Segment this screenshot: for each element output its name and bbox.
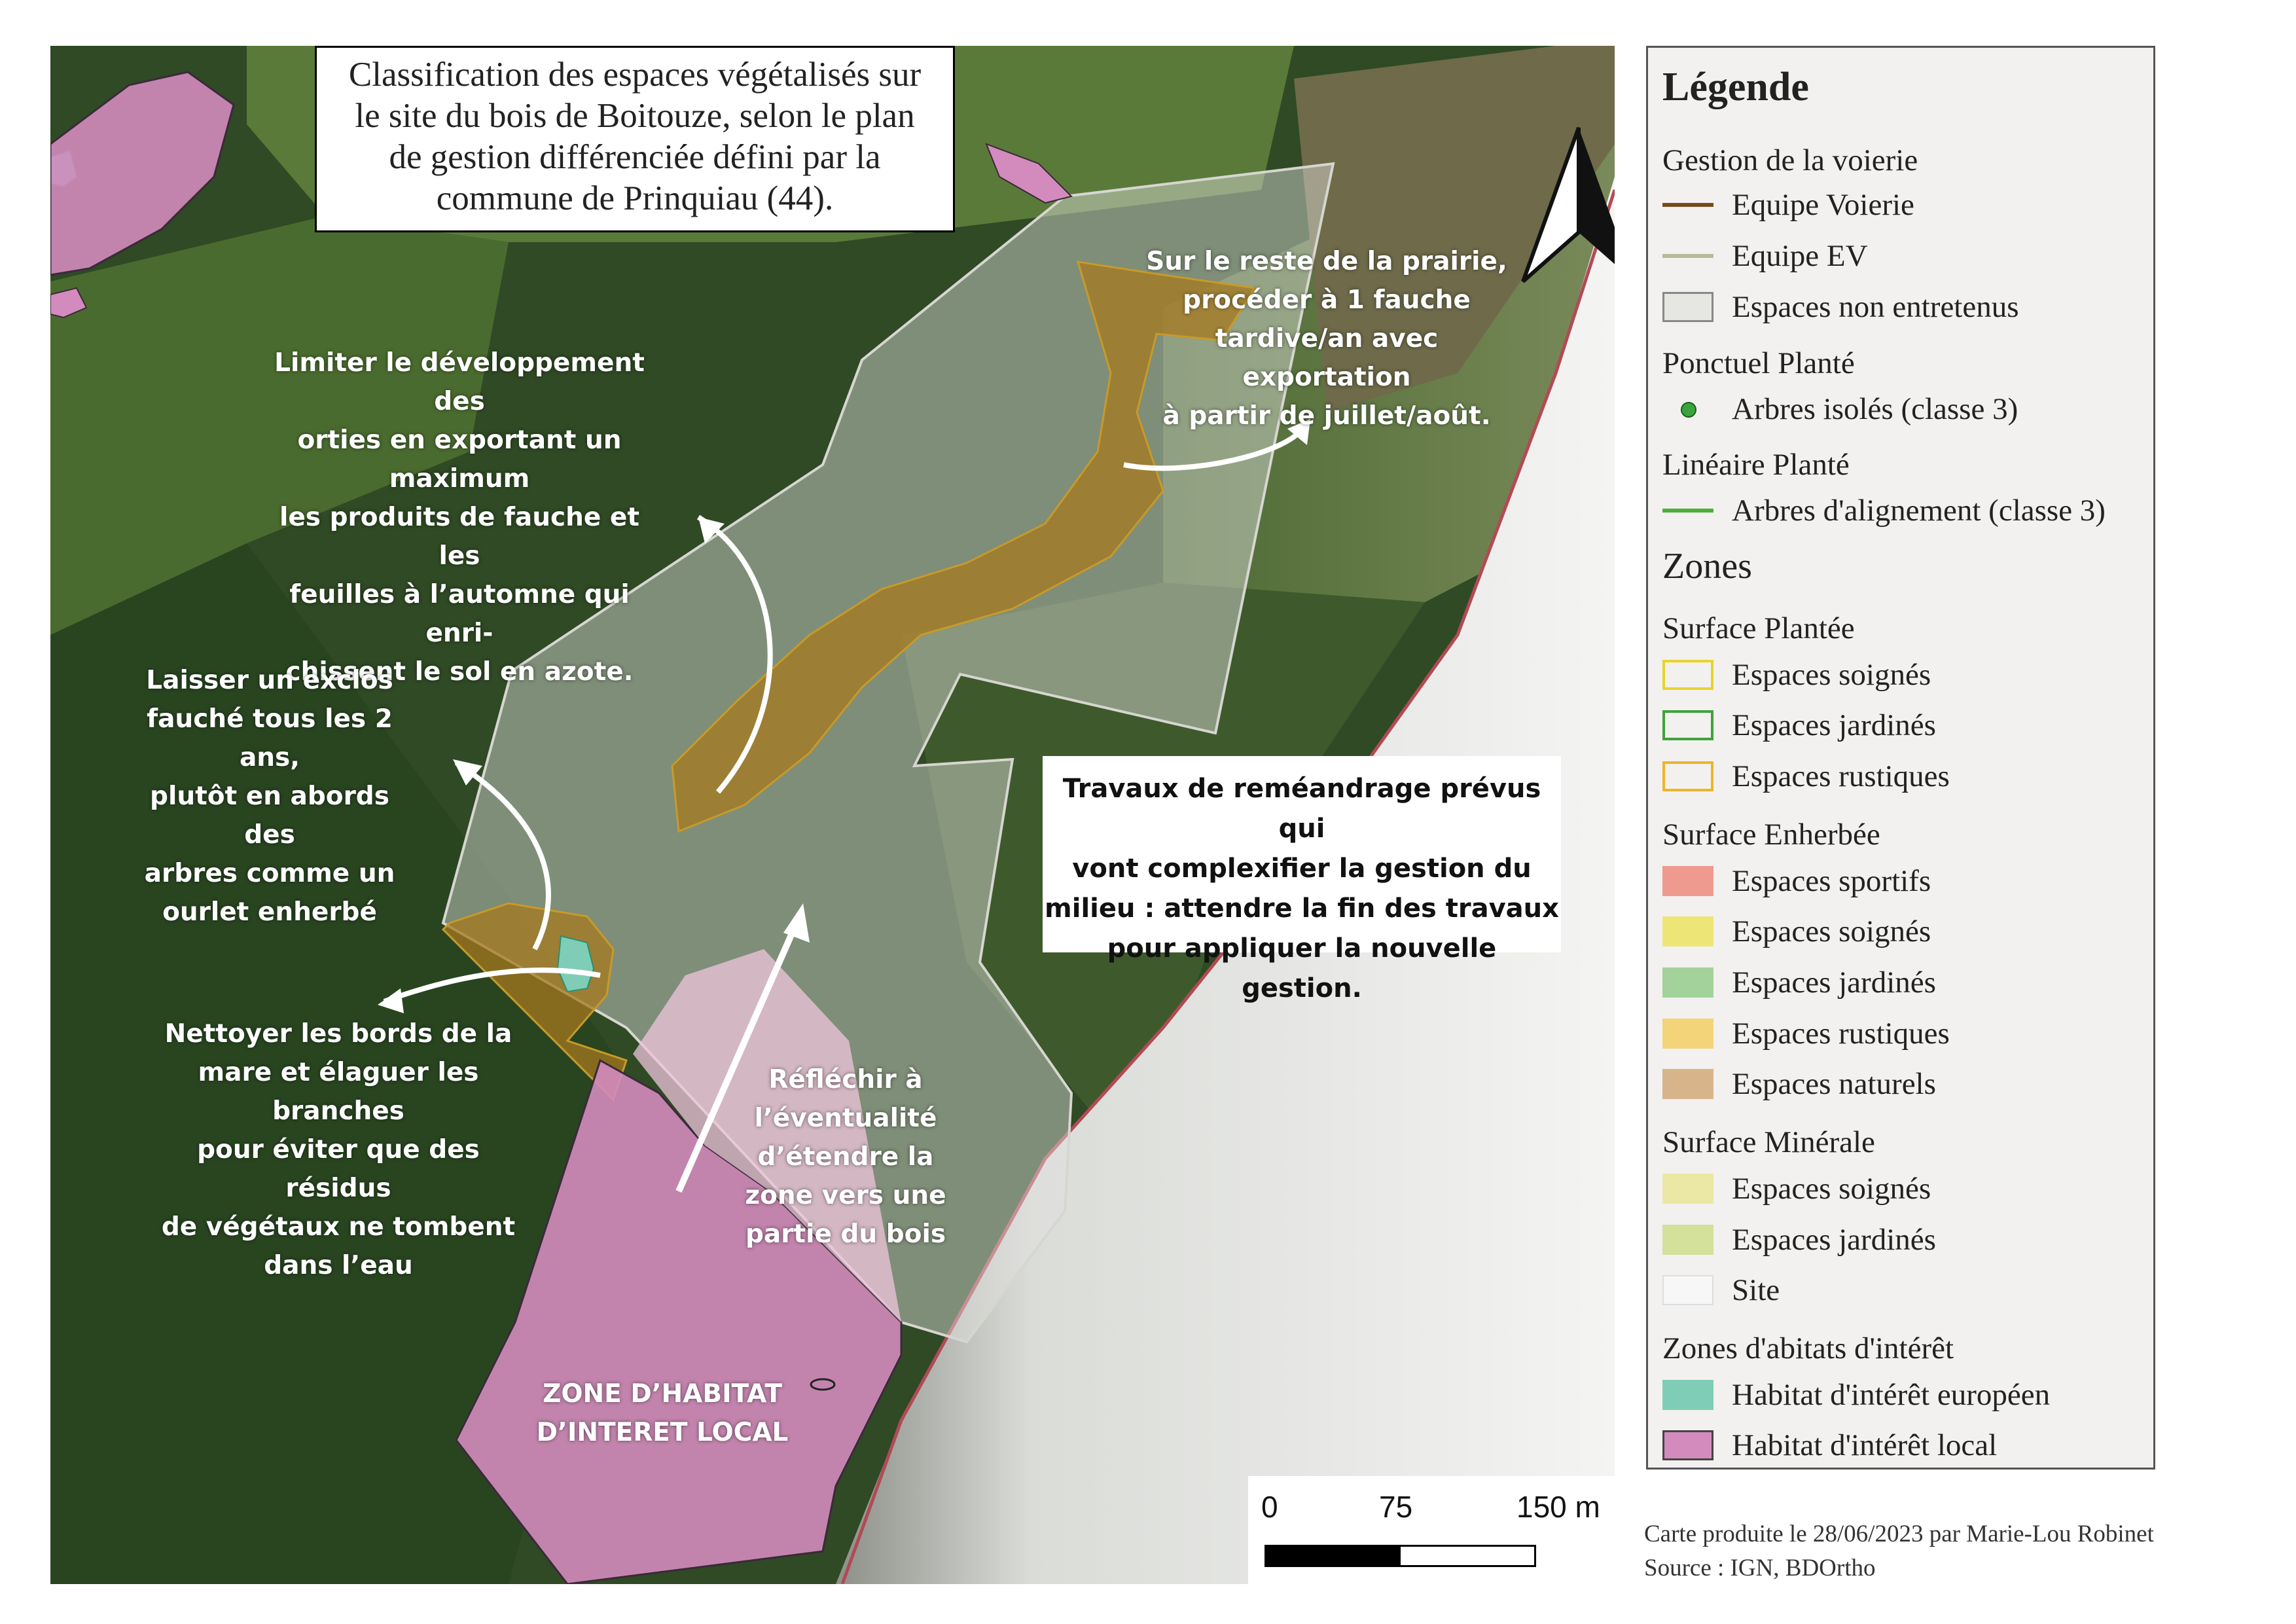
- stream-zone: [671, 261, 1257, 833]
- legend-swatch-minerale-jardines: [1662, 1225, 1713, 1255]
- arrow-exclos: [454, 760, 551, 950]
- annotation-zone-habitat: ZONE D’HABITAT D’INTERET LOCAL: [536, 1379, 789, 1447]
- local-habitat-north: [985, 143, 1073, 204]
- legend-item-sportifs: Espaces sportifs: [1732, 864, 1931, 898]
- faded-area: [836, 177, 1615, 1584]
- legend-item-enherbee-soignes: Espaces soignés: [1732, 914, 1931, 948]
- legend-swatch-enherbee-rustiques: [1662, 1019, 1713, 1049]
- small-pond: [810, 1378, 836, 1391]
- legend-swatch-site: [1662, 1275, 1713, 1305]
- arrow-mare-head: [378, 988, 404, 1013]
- legend-item-naturels: Espaces naturels: [1732, 1067, 1936, 1101]
- legend-item-enherbee-jardines: Espaces jardinés: [1732, 965, 1936, 1000]
- legend-item-habitat-europeen: Habitat d'intérêt européen: [1732, 1378, 2051, 1412]
- legend-item-site: Site: [1732, 1273, 1780, 1307]
- annotation-etendre: Réfléchir à l’éventualité d’étendre la z…: [745, 1065, 946, 1249]
- legend-item-equipe-ev: Equipe EV: [1732, 239, 1868, 273]
- field-northwest: [50, 216, 509, 635]
- arrow-etendre: [675, 921, 800, 1193]
- legend-swatch-minerale-soignes: [1662, 1174, 1713, 1204]
- scale-label-75: 75: [1379, 1490, 1413, 1524]
- legend-swatch-plantee-rustiques: [1662, 761, 1713, 791]
- legend-item-minerale-jardines: Espaces jardinés: [1732, 1223, 1936, 1257]
- forest-southwest: [50, 543, 639, 1584]
- arrow-exclos-head: [453, 759, 482, 785]
- legend-swatch-sportifs: [1662, 866, 1713, 896]
- legend-swatch-plantee-jardines: [1662, 710, 1713, 740]
- map-credit: Carte produite le 28/06/2023 par Marie-L…: [1644, 1517, 2154, 1585]
- legend-swatch-equipe-voierie: [1662, 203, 1713, 207]
- legend-item-arbres-isoles: Arbres isolés (classe 3): [1732, 392, 2018, 426]
- legend-zones-title: Zones: [1662, 546, 1752, 586]
- legend-item-plantee-soignes: Espaces soignés: [1732, 658, 1931, 692]
- scale-bar-black: [1266, 1547, 1401, 1565]
- credit-source: Source : IGN, BDOrtho: [1644, 1555, 1876, 1581]
- legend-swatch-plantee-soignes: [1662, 660, 1713, 690]
- scale-bar-frame: [1265, 1545, 1536, 1567]
- legend-item-enherbee-rustiques: Espaces rustiques: [1732, 1017, 1950, 1051]
- legend-group-enherbee: Surface Enherbée: [1662, 818, 1880, 852]
- legend-swatch-enherbee-soignes: [1662, 916, 1713, 947]
- arrow-orties-head: [698, 517, 725, 543]
- legend-item-minerale-soignes: Espaces soignés: [1732, 1172, 1931, 1206]
- arrow-mare: [383, 967, 601, 1004]
- legend-group-minerale: Surface Minérale: [1662, 1125, 1875, 1159]
- credit-author: Carte produite le 28/06/2023 par Marie-L…: [1644, 1521, 2154, 1547]
- scale-bar: 0 75 150 m: [1248, 1476, 1615, 1584]
- local-habitat-large: [455, 1058, 903, 1584]
- legend-item-plantee-jardines: Espaces jardinés: [1732, 708, 1936, 742]
- legend-swatch-arbres-isoles: [1681, 402, 1696, 418]
- annotation-prairie: Sur le reste de la prairie, procéder à 1…: [1146, 247, 1507, 431]
- legend-item-non-entretenus: Espaces non entretenus: [1732, 290, 2019, 324]
- arrow-orties: [696, 514, 773, 794]
- arrow-prairie-head: [1287, 419, 1310, 445]
- legend-swatch-enherbee-jardines: [1662, 967, 1713, 998]
- annotation-mare: Nettoyer les bords de la mare et élaguer…: [161, 1019, 516, 1280]
- annotation-exclos: Laisser un exclos fauché tous les 2 ans,…: [144, 666, 395, 927]
- legend-title: Légende: [1662, 65, 1809, 109]
- travaux-note: Travaux de reméandrage prévus qui vont c…: [1043, 756, 1561, 1003]
- arrow-etendre-head: [783, 903, 810, 943]
- legend-group-plantee: Surface Plantée: [1662, 611, 1855, 645]
- legend-item-equipe-voierie: Equipe Voierie: [1732, 188, 1914, 222]
- scale-label-150: 150 m: [1516, 1490, 1600, 1524]
- legend-swatch-habitat-local: [1662, 1430, 1713, 1460]
- annotation-orties: Limiter le développement des orties en e…: [274, 348, 645, 687]
- legend-item-plantee-rustiques: Espaces rustiques: [1732, 759, 1950, 793]
- local-habitat-light: [633, 949, 901, 1322]
- local-habitat-nw: [50, 71, 235, 276]
- legend-panel: Légende Gestion de la voierie Equipe Voi…: [1646, 46, 2155, 1470]
- legend-swatch-habitat-europeen: [1662, 1380, 1713, 1410]
- map-view[interactable]: Classification des espaces végétalisés s…: [50, 46, 1615, 1584]
- legend-group-ponctuel: Ponctuel Planté: [1662, 346, 1855, 380]
- scale-label-0: 0: [1261, 1490, 1278, 1524]
- brown-field: [1294, 46, 1615, 412]
- legend-swatch-non-entretenus: [1662, 292, 1713, 322]
- legend-group-habitats: Zones d'abitats d'intérêt: [1662, 1331, 1954, 1365]
- legend-swatch-arbres-alignement: [1662, 509, 1713, 513]
- legend-item-habitat-local: Habitat d'intérêt local: [1732, 1428, 1998, 1462]
- legend-group-voirie: Gestion de la voierie: [1662, 143, 1918, 177]
- north-arrow-icon: [1521, 126, 1615, 283]
- arrow-prairie: [1123, 424, 1306, 471]
- legend-group-lineaire: Linéaire Planté: [1662, 448, 1850, 482]
- local-habitat-nw-small: [50, 287, 88, 319]
- legend-swatch-naturels: [1662, 1069, 1713, 1099]
- legend-item-arbres-alignement: Arbres d'alignement (classe 3): [1732, 494, 2106, 528]
- map-title: Classification des espaces végétalisés s…: [315, 46, 955, 232]
- legend-swatch-equipe-ev: [1662, 254, 1713, 258]
